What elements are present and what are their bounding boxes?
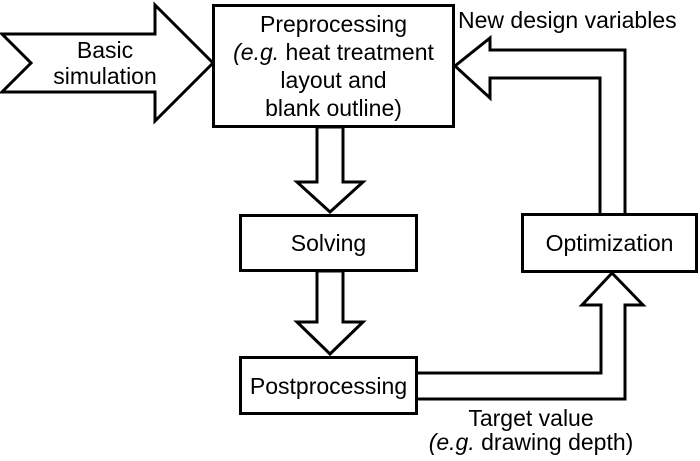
target-value-line2-italic: e.g. bbox=[436, 429, 475, 455]
preprocessing-line4: blank outline) bbox=[265, 95, 402, 121]
optimization-box: Optimization bbox=[521, 213, 698, 273]
target-value-line2: (e.g. drawing depth) bbox=[415, 430, 647, 454]
preprocessing-line2-italic: e.g. bbox=[240, 39, 280, 65]
preprocessing-line2: (e.g. heat treatment bbox=[233, 38, 434, 66]
preprocessing-box: Preprocessing (e.g. heat treatment layou… bbox=[212, 4, 455, 128]
arrow-solving-to-postprocessing bbox=[293, 269, 367, 357]
preprocessing-line1: Preprocessing bbox=[259, 11, 408, 37]
preprocessing-line2-open: ( bbox=[233, 39, 241, 65]
basic-simulation-line2: simulation bbox=[53, 63, 157, 89]
target-value-line1: Target value bbox=[468, 405, 594, 431]
basic-simulation-label: Basic simulation bbox=[20, 37, 190, 89]
target-value-line2-rest: drawing depth) bbox=[474, 429, 634, 455]
arrow-optimization-to-preprocessing bbox=[452, 34, 627, 217]
solving-label: Solving bbox=[290, 230, 367, 256]
basic-simulation-arrow bbox=[0, 1, 216, 125]
optimization-label: Optimization bbox=[545, 230, 674, 256]
preprocessing-line2-rest: heat treatment bbox=[279, 39, 434, 65]
new-design-variables-label: New design variables bbox=[458, 7, 677, 33]
arrow-preprocessing-to-solving bbox=[293, 125, 367, 215]
basic-simulation-line1: Basic bbox=[76, 37, 134, 63]
preprocessing-line3: layout and bbox=[280, 67, 387, 93]
postprocessing-box: Postprocessing bbox=[239, 356, 418, 415]
solving-box: Solving bbox=[239, 214, 418, 272]
postprocessing-label: Postprocessing bbox=[249, 372, 408, 399]
arrow-postprocessing-to-optimization bbox=[414, 270, 647, 401]
target-value-label: Target value (e.g. drawing depth) bbox=[415, 406, 647, 454]
target-value-line2-open: ( bbox=[428, 429, 437, 455]
